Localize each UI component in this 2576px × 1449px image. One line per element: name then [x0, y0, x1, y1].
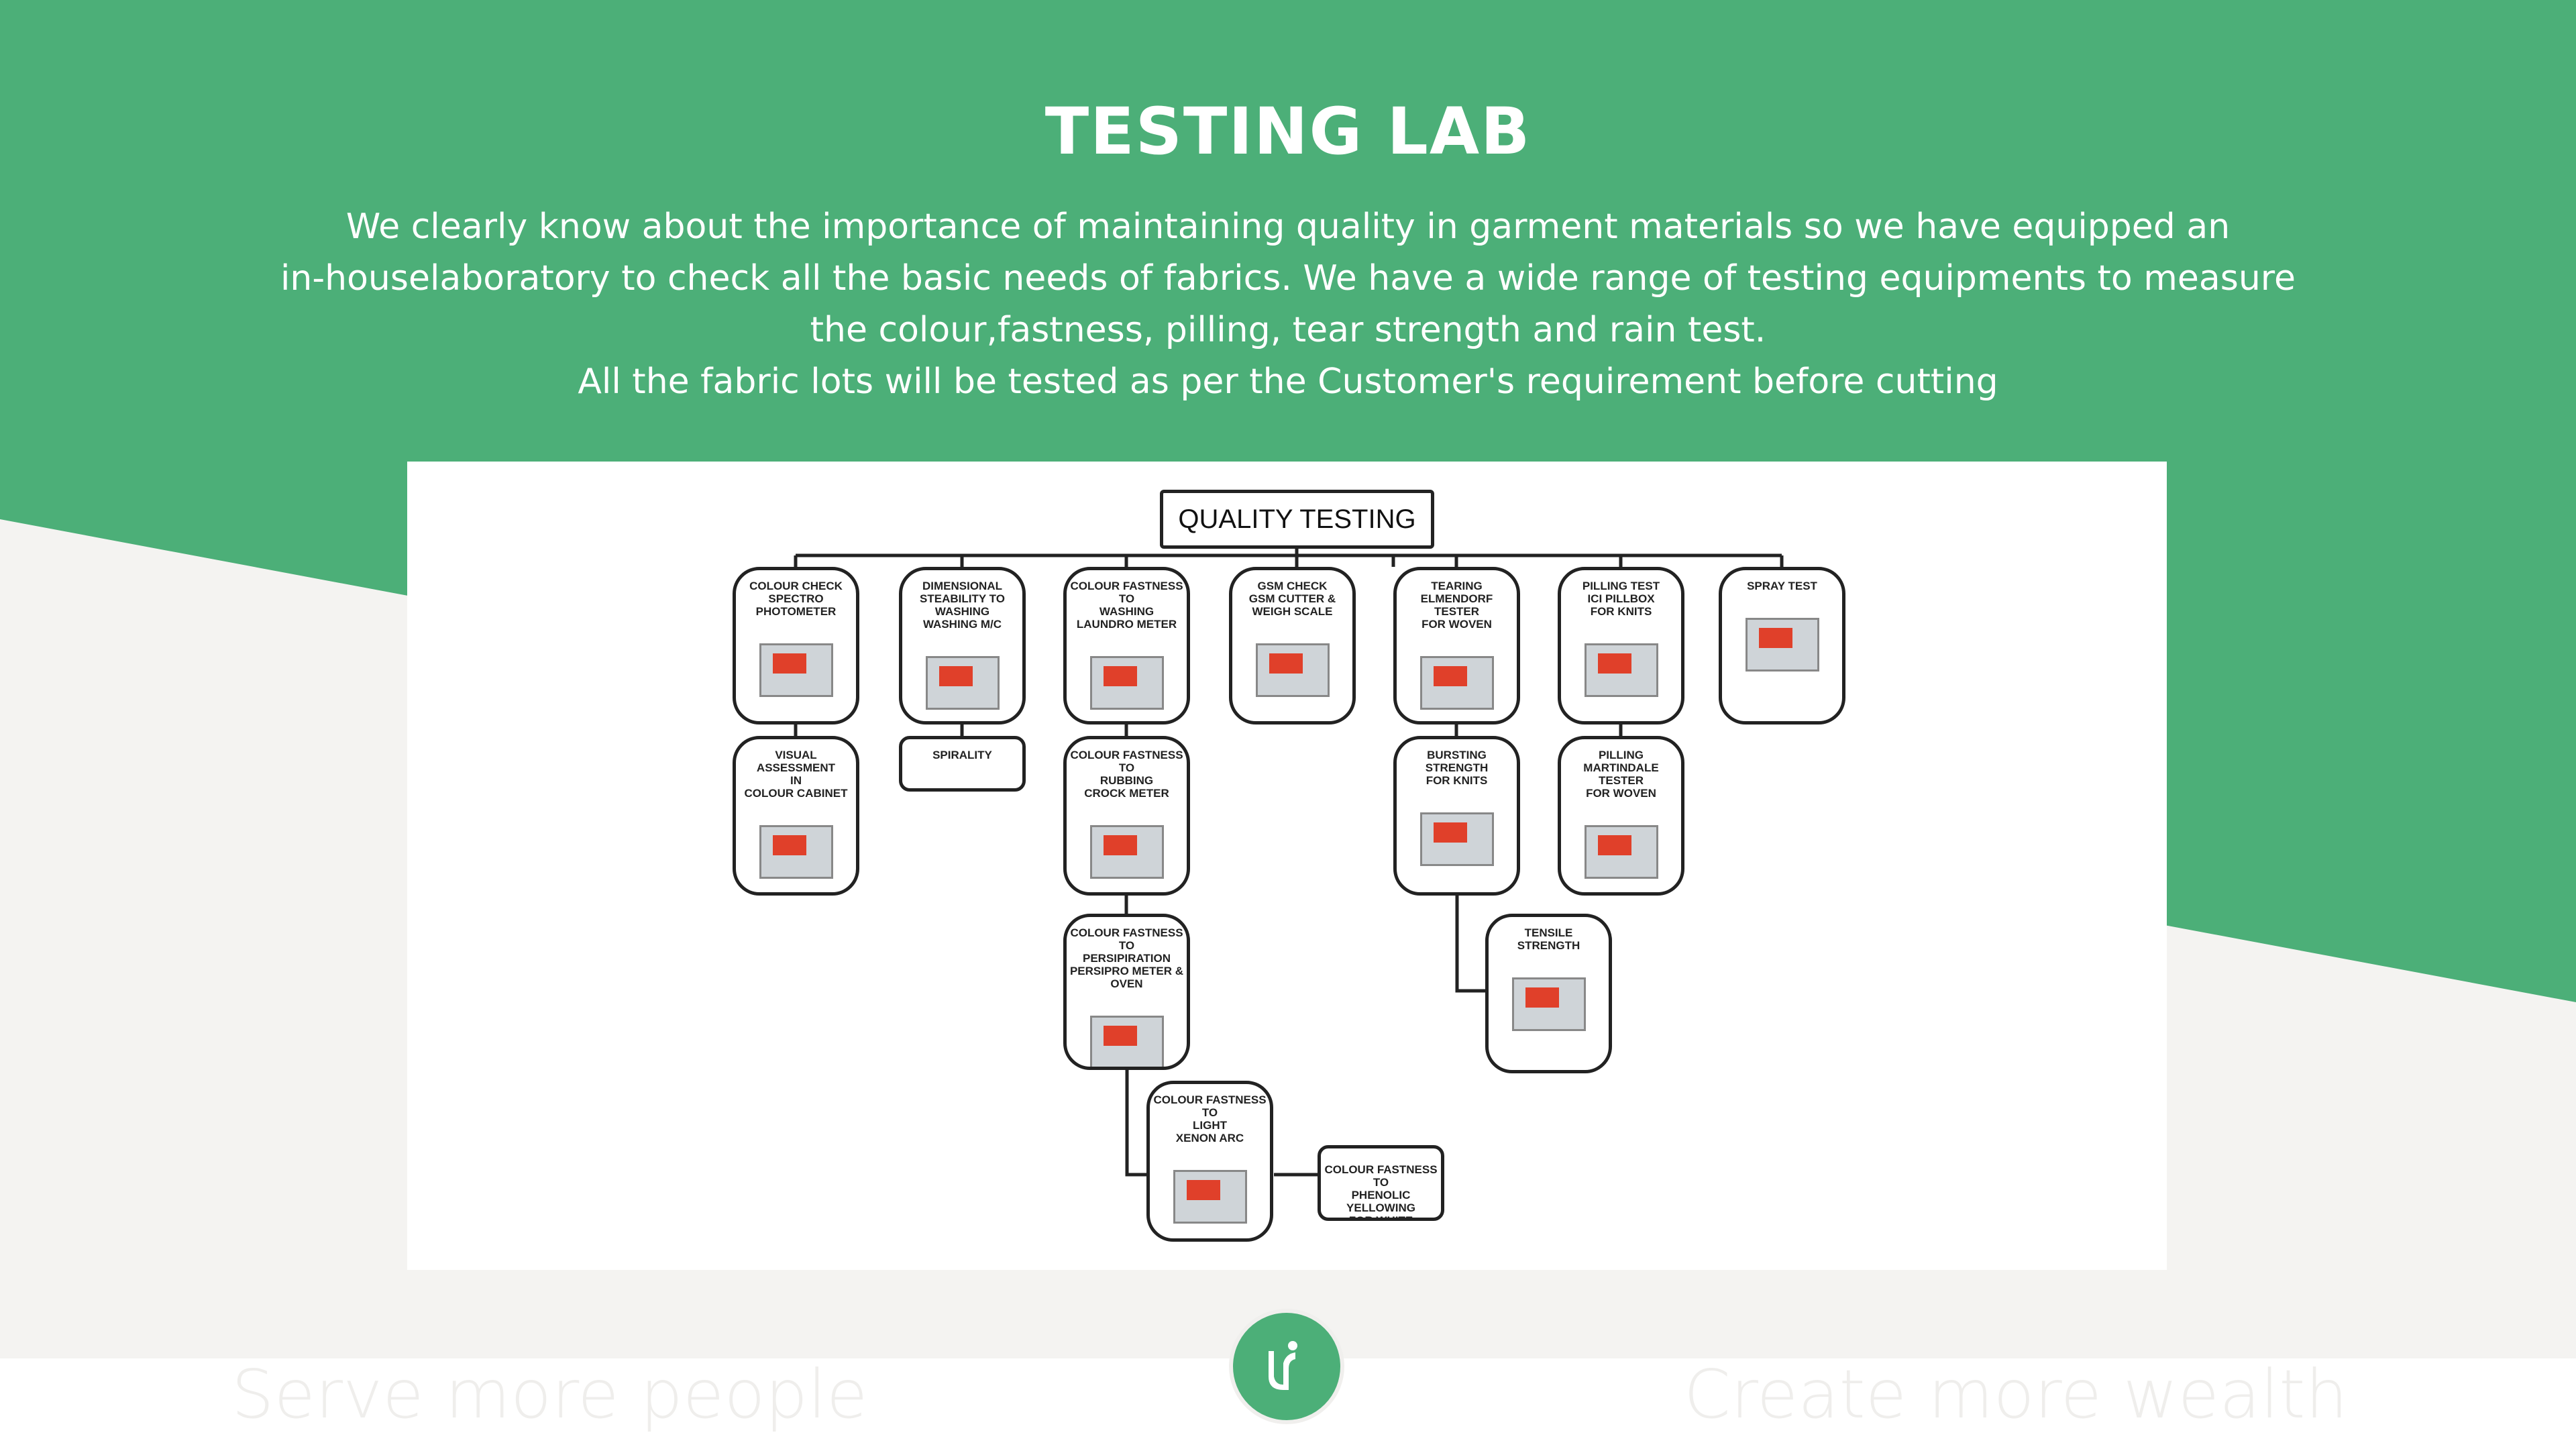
box-label-line: STEABILITY TO — [920, 592, 1005, 605]
box-label-line: WASHING M/C — [922, 618, 1002, 631]
logo-glyph — [1269, 1341, 1297, 1390]
box-label-line: FOR WOVEN — [1421, 618, 1492, 631]
box-label-line: IN — [790, 774, 802, 787]
equipment-image — [753, 812, 840, 885]
box-label-line: PHOTOMETER — [755, 605, 837, 618]
box-label-line: STRENGTH — [1425, 761, 1489, 774]
box-label-line: PERSIPRO METER & — [1069, 965, 1184, 977]
box-label-line: TO — [1201, 1106, 1218, 1119]
equipment-image — [1249, 630, 1336, 704]
box-label-line: PILLING TEST — [1582, 580, 1660, 592]
box-label-line: FOR KNITS — [1590, 605, 1652, 618]
box-label-line: XENON ARC — [1175, 1132, 1244, 1144]
box-label-line: LIGHT — [1193, 1119, 1227, 1132]
equipment-image — [753, 630, 840, 704]
equipment-image — [1083, 1002, 1171, 1067]
equipment-image — [1083, 812, 1171, 885]
intro-paragraph: We clearly know about the importance of … — [201, 201, 2375, 408]
equipment-image — [1413, 799, 1501, 873]
test-box-spray: SPRAY TEST — [1719, 567, 1845, 724]
box-label-line: SPIRALITY — [932, 749, 992, 761]
footer-slogan-right: Create more wealth — [1684, 1355, 2348, 1434]
box-label-line: CROCK METER — [1084, 787, 1169, 800]
box-label-line: TESTER — [1598, 774, 1644, 787]
equipment-image — [1167, 1157, 1254, 1230]
test-box-spirality: SPIRALITY — [899, 736, 1026, 792]
box-label-line: COLOUR FASTNESS — [1324, 1163, 1438, 1176]
box-label-line: SPRAY TEST — [1747, 580, 1817, 592]
box-label-line: FOR KNITS — [1426, 774, 1488, 787]
box-label-line: GSM CHECK — [1257, 580, 1328, 592]
box-label-line: TO — [1118, 592, 1135, 605]
box-label-line: TO — [1373, 1176, 1389, 1189]
footer-slogan-left: Serve more people — [231, 1355, 868, 1434]
equipment-image — [1578, 630, 1665, 704]
equipment-image — [1578, 812, 1665, 885]
box-label-line: PERSIPIRATION — [1083, 952, 1171, 965]
box-label-line: FOR WHITE — [1348, 1214, 1413, 1221]
box-label-line: TENSILE — [1524, 926, 1573, 939]
box-label-line: MARTINDALE — [1583, 761, 1659, 774]
page-title: TESTING LAB — [1044, 94, 1532, 169]
box-label-line: DIMENSIONAL — [922, 580, 1002, 592]
box-label-line: ELMENDORF TESTER — [1420, 592, 1493, 618]
box-label-line: WEIGH SCALE — [1252, 605, 1333, 618]
intro-line: the colour,fastness, pilling, tear stren… — [810, 310, 1766, 350]
box-label-line: TEARING — [1431, 580, 1483, 592]
sprout-person-icon[interactable] — [1229, 1309, 1344, 1424]
box-label-line: COLOUR CABINET — [744, 787, 848, 800]
equipment-image — [919, 643, 1006, 716]
box-label-line: COLOUR FASTNESS — [1070, 580, 1183, 592]
equipment-image — [1505, 964, 1593, 1038]
equipment-image — [1739, 604, 1826, 678]
box-label-line: WASHING — [1099, 605, 1155, 618]
box-label-line: BURSTING — [1427, 749, 1487, 761]
intro-line: All the fabric lots will be tested as pe… — [578, 362, 1998, 402]
box-label-line: PILLING — [1598, 749, 1644, 761]
box-label-line: STRENGTH — [1517, 939, 1580, 952]
box-label-line: COLOUR FASTNESS — [1070, 926, 1183, 939]
equipment-image — [1413, 643, 1501, 716]
box-label-line: OVEN — [1110, 977, 1143, 990]
box-label-line: VISUAL ASSESSMENT — [756, 749, 836, 774]
intro-line: in-houselaboratory to check all the basi… — [280, 258, 2296, 299]
intro-line: We clearly know about the importance of … — [345, 207, 2231, 247]
box-label-line: RUBBING — [1099, 774, 1154, 787]
box-label-line: TO — [1118, 761, 1135, 774]
equipment-image — [1083, 643, 1171, 716]
box-label-line: ICI PILLBOX — [1587, 592, 1655, 605]
box-label-line: WASHING — [934, 605, 990, 618]
box-label-line: PHENOLIC YELLOWING — [1346, 1189, 1415, 1214]
box-label-line: SPECTRO — [768, 592, 824, 605]
box-label-line: FOR WOVEN — [1586, 787, 1656, 800]
box-label-line: TO — [1118, 939, 1135, 952]
box-label-line: GSM CUTTER & — [1248, 592, 1336, 605]
box-label-line: COLOUR FASTNESS — [1153, 1093, 1267, 1106]
box-label-line: COLOUR FASTNESS — [1070, 749, 1183, 761]
box-label-line: LAUNDRO METER — [1076, 618, 1177, 631]
quality-testing-root: QUALITY TESTING — [1160, 490, 1434, 549]
box-label-line: COLOUR CHECK — [749, 580, 843, 592]
